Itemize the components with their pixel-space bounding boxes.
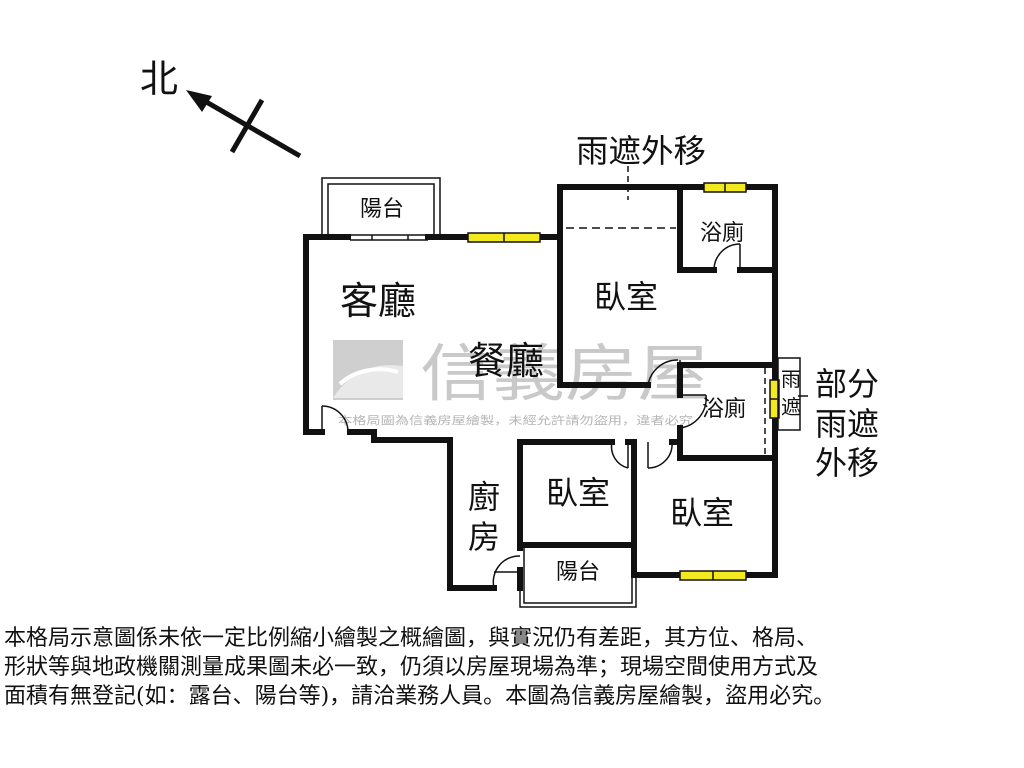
floor-plan: 信義房屋 本格局圖為信義房屋繪製，未經允許請勿盜用，違者必究 北 <box>140 57 879 608</box>
sliding-door-top <box>350 234 428 241</box>
disclaimer-line-3: 面積有無登記(如：露台、陽台等)，請洽業務人員。本圖為信義房屋繪製，盜用必究。 <box>4 684 836 709</box>
disclaimer-line-2: 形狀等與地政機關測量成果圖未必一致，仍須以房屋現場為準；現場空間使用方式及 <box>4 655 819 680</box>
room-bath-mid: 浴廁 <box>702 397 746 422</box>
room-bedroom-small: 臥室 <box>546 474 610 512</box>
balcony-top <box>321 177 441 237</box>
room-kitchen-2: 房 <box>468 518 500 556</box>
door-entry-icon <box>321 405 349 433</box>
north-label: 北 <box>140 57 178 101</box>
doors <box>321 243 741 589</box>
disclaimer-line-1: 本格局示意圖係未依一定比例縮小繪製之概繪圖，與實況仍有差距，其方位、格局、 <box>4 626 819 651</box>
room-balcony-bottom: 陽台 <box>556 560 600 585</box>
awning-top-label: 雨遮外移 <box>576 132 706 170</box>
disclaimer: 本格局示意圖係未依一定比例縮小繪製之概繪圖，與實況仍有差距，其方位、格局、 形狀… <box>4 624 1020 711</box>
room-kitchen-1: 廚 <box>468 478 500 516</box>
compass-arrowhead-icon <box>186 90 212 112</box>
compass-crossbar <box>229 98 265 154</box>
awning-right-label-1: 部分 <box>815 365 879 403</box>
room-bedroom-top: 臥室 <box>594 278 658 316</box>
brand-logo-icon <box>333 340 403 400</box>
room-dining: 餐廳 <box>468 339 544 383</box>
door-balcony-bottom-icon <box>492 555 521 589</box>
room-bath-top: 浴廁 <box>700 221 744 246</box>
door-bath-mid-icon <box>679 394 707 429</box>
awning-tag-1: 雨 <box>781 367 801 391</box>
compass: 北 <box>140 57 302 159</box>
door-bedroom-small-icon <box>610 441 629 469</box>
door-bedroom-top-icon <box>647 359 681 386</box>
room-living: 客廳 <box>340 279 416 323</box>
awning-tag-2: 遮 <box>781 395 801 419</box>
awning-right-label-3: 外移 <box>815 444 879 482</box>
watermark: 信義房屋 本格局圖為信義房屋繪製，未經允許請勿盜用，違者必究 <box>333 337 710 427</box>
balcony-bottom <box>519 548 637 608</box>
door-bath-top-icon <box>713 243 741 271</box>
awning-markers <box>566 166 808 455</box>
watermark-notice: 本格局圖為信義房屋繪製，未經允許請勿盜用，違者必究 <box>338 413 693 427</box>
door-bedroom-bottom-icon <box>647 441 673 469</box>
room-balcony-top: 陽台 <box>360 197 404 222</box>
awning-right-label-2: 雨遮 <box>815 405 879 443</box>
windows <box>467 182 780 581</box>
room-bedroom-bottom: 臥室 <box>670 494 734 532</box>
watermark-brand: 信義房屋 <box>420 337 710 410</box>
